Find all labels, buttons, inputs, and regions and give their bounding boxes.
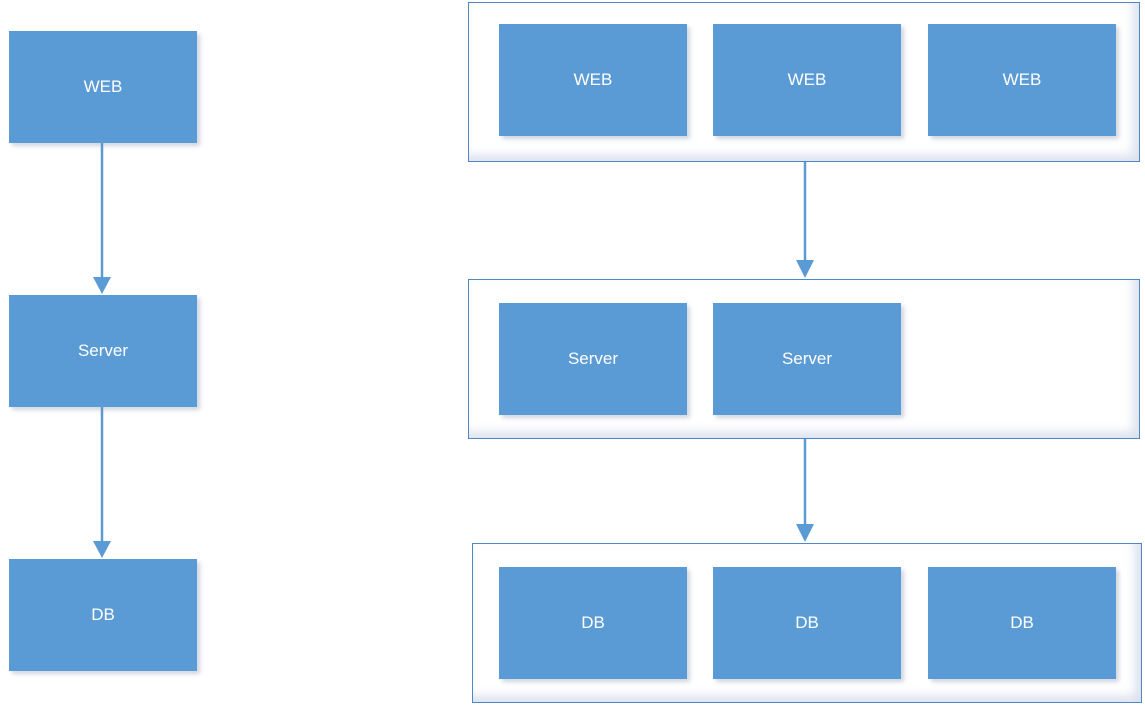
web-node-3: WEB (928, 24, 1116, 136)
server-node-2: Server (713, 303, 901, 415)
arrowhead-left-web-to-server (93, 277, 111, 294)
server-node: Server (9, 295, 197, 407)
server-node-1: Server (499, 303, 687, 415)
web-node-1: WEB (499, 24, 687, 136)
arrowhead-right-web-to-server (796, 260, 814, 278)
db-node: DB (9, 559, 197, 671)
db-node-1: DB (499, 567, 687, 679)
web-node: WEB (9, 31, 197, 143)
web-node-2: WEB (713, 24, 901, 136)
db-node-3: DB (928, 567, 1116, 679)
db-node-2: DB (713, 567, 901, 679)
arrowhead-right-server-to-db (796, 524, 814, 542)
arrowhead-left-server-to-db (93, 541, 111, 558)
